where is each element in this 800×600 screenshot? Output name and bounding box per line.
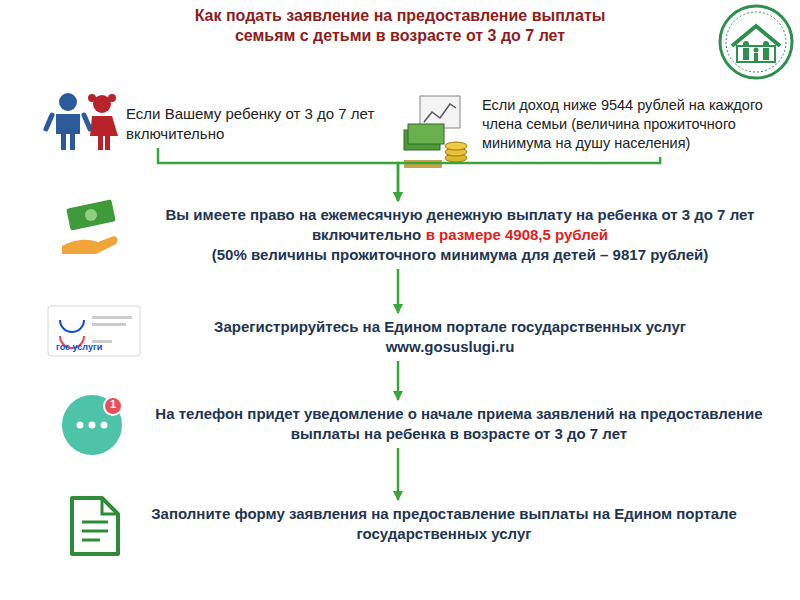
title: Как подать заявление на предоставление в…: [190, 6, 610, 46]
node-text: Если доход ниже 9544 рублей на каждого ч…: [482, 96, 788, 153]
notification-icon: [77, 422, 84, 429]
kids-icon: [46, 115, 90, 129]
flow-arrow: [397, 448, 400, 500]
flow-arrow: [397, 269, 400, 313]
node-text: в размере 4908,5 рублей: [426, 225, 608, 245]
org-logo: [754, 48, 759, 53]
kids-icon: [90, 116, 118, 150]
kids-icon: [59, 93, 77, 111]
flow-arrow: [398, 157, 660, 201]
org-logo: [743, 48, 749, 60]
gosuslugi-icon: [92, 316, 132, 319]
notification-icon: [62, 395, 122, 455]
notification-icon: [101, 422, 108, 429]
condition-text: Если Вашему ребенку от 3 до 7 лет включи…: [122, 102, 382, 146]
income-icon: [420, 96, 460, 128]
org-logo: [743, 41, 749, 47]
gosuslugi-icon: [48, 306, 140, 356]
org-logo: [732, 26, 780, 46]
flow-arrow: [158, 148, 398, 201]
gosuslugi-icon: [92, 323, 126, 326]
condition-text: Если доход ниже 9544 рублей на каждого ч…: [478, 94, 792, 155]
node-text: (50% величины прожиточного минимума для …: [128, 245, 792, 265]
gosuslugi-icon: [48, 306, 140, 356]
node-text: www.gosuslugi.ru: [204, 337, 696, 357]
node-text: На телефон придет уведомление о начале п…: [128, 404, 790, 444]
step-text: Зарегистрируйтесь на Едином портале госу…: [200, 315, 700, 359]
notification-icon: [89, 422, 96, 429]
step-text: На телефон придет уведомление о начале п…: [124, 402, 794, 446]
org-logo: [763, 41, 769, 47]
kids-icon: [46, 93, 118, 150]
payment-icon: [62, 199, 118, 254]
payment-icon: [62, 236, 118, 254]
payment-icon: [85, 209, 97, 221]
flow-arrow: [397, 361, 400, 400]
badge-number: 1: [104, 398, 122, 411]
org-logo: [720, 6, 792, 78]
document-icon: [82, 522, 108, 540]
kids-icon: [108, 94, 116, 102]
document-icon: [102, 498, 118, 514]
node-text: Если Вашему ребенку от 3 до 7 лет включи…: [126, 104, 378, 144]
org-logo: [754, 53, 758, 61]
income-icon: [404, 96, 467, 168]
gosuslugi-icon: [60, 320, 84, 332]
income-icon: [424, 104, 456, 122]
payment-icon: [66, 199, 116, 230]
kids-icon: [56, 114, 80, 150]
income-icon: [445, 142, 467, 150]
kids-icon: [88, 94, 96, 102]
org-logo: [737, 46, 775, 62]
notification-icon: [104, 397, 122, 415]
org-logo: [720, 6, 792, 78]
notification-icon: [62, 395, 122, 455]
logo-text: гос услуги: [56, 342, 126, 353]
document-icon: [72, 498, 118, 554]
node-text: Зарегистрируйтесь на Едином портале госу…: [204, 317, 696, 337]
org-logo: [726, 12, 786, 72]
entitlement-text: Вы имеете право на ежемесячную денежную …: [124, 203, 796, 267]
org-logo: [763, 48, 769, 60]
step-text: Заполните форму заявления на предоставле…: [124, 502, 764, 546]
node-text: Заполните форму заявления на предоставле…: [128, 504, 760, 544]
income-icon: [408, 124, 444, 144]
document-icon: [72, 498, 118, 554]
